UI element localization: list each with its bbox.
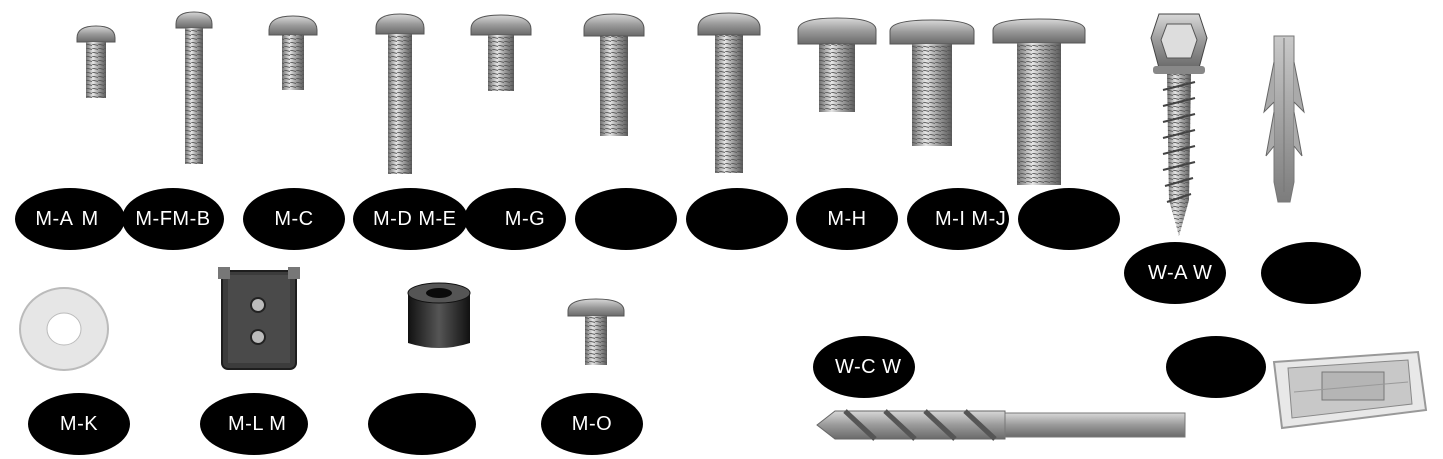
label-w-a-text: W-A W: [1148, 261, 1213, 284]
screw-m-i-icon: [889, 19, 975, 146]
label-blank-1: [575, 188, 677, 250]
label-m-fm-b-text: M-FM-B: [135, 207, 211, 230]
label-m-d-m-e-text: M-D M-E: [373, 207, 457, 230]
drill-bit-icon: [816, 409, 1186, 441]
label-m-h: M-H: [796, 188, 898, 250]
label-m-k: M-K: [28, 393, 130, 455]
label-m-g: M-G: [464, 188, 566, 250]
label-m-f-m-b: M-FM-B: [122, 188, 224, 250]
screw-m-g-icon: [697, 12, 761, 173]
wall-plug-icon: [1263, 35, 1305, 203]
label-m-o: M-O: [541, 393, 643, 455]
washer-icon: [19, 287, 109, 371]
label-w-a: W-A W: [1124, 242, 1226, 304]
label-m-d-m-e: M-D M-E: [353, 188, 468, 250]
label-m-i-m-j-text: M-I M-J: [935, 207, 1007, 230]
label-blank-2: [686, 188, 788, 250]
label-m-c-text: M-C: [274, 207, 314, 230]
label-m-k-text: M-K: [59, 412, 99, 435]
label-m-a-text: M-A: [35, 207, 74, 230]
screw-m-e-icon: [470, 14, 532, 91]
label-m-i-m-j: M-I M-J: [907, 188, 1009, 250]
label-m-g-text: M-G: [504, 207, 546, 230]
screw-m-c-icon: [268, 15, 318, 90]
wood-screw-icon: [1150, 13, 1208, 236]
level-clip-icon: [1272, 350, 1428, 430]
label-blank-4: [1261, 242, 1361, 304]
label-m-l: M-L M: [200, 393, 308, 455]
screw-m-j-icon: [992, 18, 1086, 185]
screw-m-f-icon: [583, 13, 645, 136]
label-w-c: W-C W: [813, 336, 915, 398]
spacer-icon: [407, 282, 471, 348]
label-m-c: M-C: [243, 188, 345, 250]
screw-m-a-icon: [76, 25, 116, 98]
label-w-c-text: W-C W: [835, 355, 902, 378]
label-m-h-text: M-H: [827, 207, 867, 230]
label-blank-6: [368, 393, 476, 455]
screw-m-d-icon: [375, 13, 425, 174]
label-blank-3: [1018, 188, 1120, 250]
label-blank-5: [1166, 336, 1266, 398]
screw-m-o-icon: [567, 298, 625, 365]
screw-m-b-icon: [175, 11, 213, 164]
label-m-o-text: M-O: [571, 412, 613, 435]
screw-m-h-icon: [797, 17, 877, 112]
label-m-l-text: M-L M: [228, 412, 287, 435]
wall-bracket-icon: [218, 267, 300, 370]
